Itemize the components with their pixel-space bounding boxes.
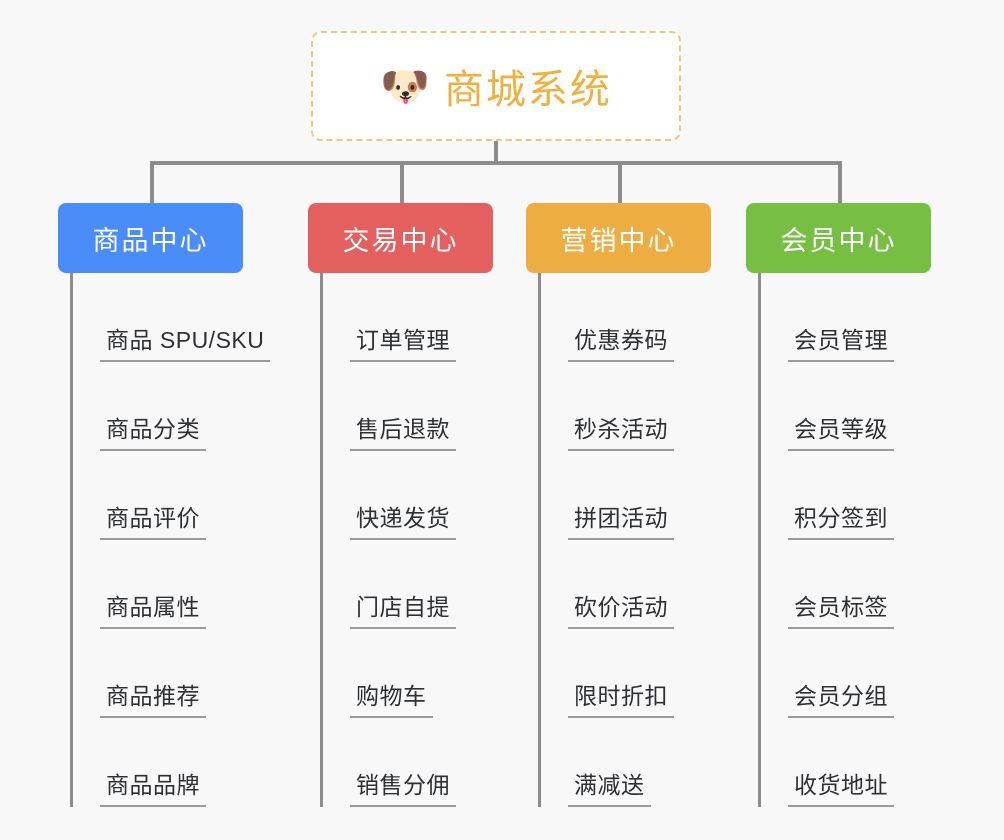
- list-item-label: 销售分佣: [350, 766, 456, 807]
- list-item[interactable]: 购物车: [323, 629, 493, 718]
- branch-column: 会员中心 会员管理 会员等级 积分签到 会员标签 会员分组 收货地址: [746, 203, 931, 807]
- list-item-label: 砍价活动: [568, 588, 674, 629]
- root-node-shop-system[interactable]: 🐶 商城系统: [311, 31, 681, 141]
- list-item-label: 门店自提: [350, 588, 456, 629]
- list-item[interactable]: 商品分类: [73, 362, 270, 451]
- list-item[interactable]: 商品 SPU/SKU: [73, 273, 271, 362]
- branch-header-marketing-center[interactable]: 营销中心: [526, 203, 711, 273]
- branch-header-label: 会员中心: [780, 225, 897, 256]
- list-item[interactable]: 会员管理: [761, 273, 931, 362]
- list-item-label: 限时折扣: [568, 677, 674, 718]
- list-item-label: 积分签到: [788, 499, 894, 540]
- branch-header-label: 商品中心: [92, 225, 209, 256]
- list-item[interactable]: 商品品牌: [73, 718, 270, 807]
- list-item[interactable]: 订单管理: [323, 273, 493, 362]
- list-item[interactable]: 限时折扣: [541, 629, 711, 718]
- branch-column: 营销中心 优惠券码 秒杀活动 拼团活动 砍价活动 限时折扣 满减送: [526, 203, 711, 807]
- list-item-label: 拼团活动: [568, 499, 674, 540]
- connector-drop-4: [838, 161, 842, 205]
- branch-items-member-center: 会员管理 会员等级 积分签到 会员标签 会员分组 收货地址: [758, 273, 931, 807]
- list-item[interactable]: 销售分佣: [323, 718, 493, 807]
- branch-items-trade-center: 订单管理 售后退款 快递发货 门店自提 购物车 销售分佣: [320, 273, 493, 807]
- list-item-label: 快递发货: [350, 499, 456, 540]
- list-item[interactable]: 售后退款: [323, 362, 493, 451]
- list-item[interactable]: 拼团活动: [541, 451, 711, 540]
- list-item-label: 收货地址: [788, 766, 894, 807]
- list-item[interactable]: 优惠券码: [541, 273, 711, 362]
- branch-header-trade-center[interactable]: 交易中心: [308, 203, 493, 273]
- list-item[interactable]: 会员标签: [761, 540, 931, 629]
- root-node-title: 商城系统: [443, 68, 612, 112]
- connector-root-stem: [494, 141, 498, 165]
- list-item-label: 优惠券码: [568, 321, 674, 362]
- list-item-label: 秒杀活动: [568, 410, 674, 451]
- list-item-label: 满减送: [568, 766, 651, 807]
- branch-header-product-center[interactable]: 商品中心: [58, 203, 243, 273]
- branch-column: 商品中心 商品 SPU/SKU 商品分类 商品评价 商品属性 商品推荐 商品品牌: [58, 203, 271, 807]
- list-item-label: 会员管理: [788, 321, 894, 362]
- list-item-label: 售后退款: [350, 410, 456, 451]
- list-item[interactable]: 门店自提: [323, 540, 493, 629]
- list-item[interactable]: 快递发货: [323, 451, 493, 540]
- list-item[interactable]: 商品属性: [73, 540, 270, 629]
- list-item-label: 商品品牌: [100, 766, 206, 807]
- list-item[interactable]: 满减送: [541, 718, 711, 807]
- branch-items-product-center: 商品 SPU/SKU 商品分类 商品评价 商品属性 商品推荐 商品品牌: [70, 273, 271, 807]
- branch-items-marketing-center: 优惠券码 秒杀活动 拼团活动 砍价活动 限时折扣 满减送: [538, 273, 711, 807]
- list-item[interactable]: 秒杀活动: [541, 362, 711, 451]
- list-item-label: 会员等级: [788, 410, 894, 451]
- list-item-label: 订单管理: [350, 321, 456, 362]
- connector-drop-2: [400, 161, 404, 205]
- list-item[interactable]: 积分签到: [761, 451, 931, 540]
- list-item[interactable]: 会员等级: [761, 362, 931, 451]
- connector-horizontal-bus: [150, 161, 842, 165]
- branch-header-label: 营销中心: [560, 225, 677, 256]
- list-item[interactable]: 收货地址: [761, 718, 931, 807]
- branch-header-label: 交易中心: [342, 225, 459, 256]
- list-item[interactable]: 商品评价: [73, 451, 270, 540]
- list-item-label: 会员分组: [788, 677, 894, 718]
- list-item-label: 会员标签: [788, 588, 894, 629]
- connector-drop-1: [150, 161, 154, 205]
- list-item-label: 购物车: [350, 677, 433, 718]
- list-item[interactable]: 商品推荐: [73, 629, 270, 718]
- branch-column: 交易中心 订单管理 售后退款 快递发货 门店自提 购物车 销售分佣: [308, 203, 493, 807]
- list-item-label: 商品评价: [100, 499, 206, 540]
- list-item[interactable]: 会员分组: [761, 629, 931, 718]
- list-item[interactable]: 砍价活动: [541, 540, 711, 629]
- list-item-label: 商品属性: [100, 588, 206, 629]
- list-item-label: 商品分类: [100, 410, 206, 451]
- list-item-label: 商品 SPU/SKU: [100, 321, 271, 362]
- list-item-label: 商品推荐: [100, 677, 206, 718]
- connector-drop-3: [618, 161, 622, 205]
- branch-header-member-center[interactable]: 会员中心: [746, 203, 931, 273]
- dog-face-icon: 🐶: [380, 65, 430, 109]
